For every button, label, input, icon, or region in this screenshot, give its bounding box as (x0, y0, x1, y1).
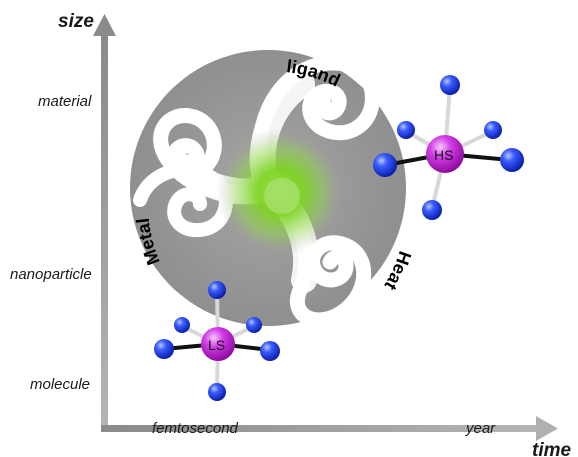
y-tick-molecule: molecule (30, 376, 90, 393)
hs-ligand-atom (500, 148, 524, 172)
y-axis (93, 14, 116, 432)
ls-metal-center (201, 327, 235, 361)
x-axis (101, 416, 558, 441)
ls-label: LS (208, 337, 225, 353)
ls-ligand-atom (174, 317, 190, 333)
y-axis-title: size (58, 11, 94, 32)
hs-label: HS (434, 147, 453, 163)
x-tick-femtosecond: femtosecond (152, 420, 239, 437)
glow-core (264, 178, 300, 214)
hs-ligand-atom (373, 153, 397, 177)
ls-ligand-atom (208, 281, 226, 299)
hs-ligand-atom (422, 200, 442, 220)
ls-ligand-atom (154, 339, 174, 359)
y-tick-material: material (38, 93, 92, 110)
high-spin-molecule: HS (373, 75, 524, 220)
low-spin-molecule: LS (154, 281, 280, 401)
y-tick-nanoparticle: nanoparticle (10, 266, 92, 283)
triskelion-emblem: ligand Metal Heat (130, 50, 415, 328)
hs-ligand-atom (484, 121, 502, 139)
x-axis-title: time (532, 440, 572, 457)
hs-metal-center (426, 135, 464, 173)
ls-ligand-atom (208, 383, 226, 401)
ls-ligand-atom (246, 317, 262, 333)
hs-ligand-atom (397, 121, 415, 139)
ls-ligand-atom (260, 341, 280, 361)
x-tick-year: year (465, 420, 496, 437)
hs-ligand-atom (440, 75, 460, 95)
